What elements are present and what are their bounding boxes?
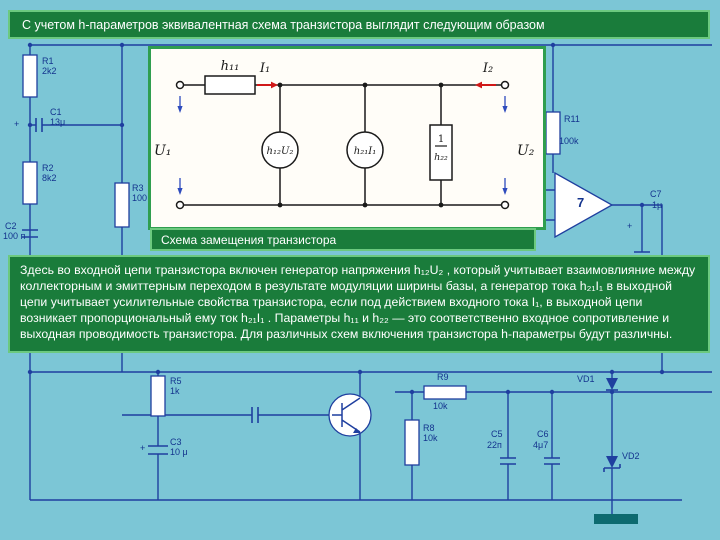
label-c1-polarity: + bbox=[14, 119, 20, 129]
label-r9: R9 bbox=[437, 372, 449, 382]
label-r1: R1 bbox=[42, 56, 54, 66]
opamp-symbol bbox=[554, 171, 614, 239]
equivalent-circuit-panel: h₁₁ I₁ I₂ U₁ U₂ h₁₂U₂ h₂₁I₁ 1 h₂₂ bbox=[148, 46, 546, 230]
label-c3-value: 10 μ bbox=[170, 447, 188, 457]
node-dots bbox=[277, 82, 444, 208]
label-r11-value: 100k bbox=[559, 136, 579, 146]
label-r9-value: 10k bbox=[433, 401, 448, 411]
label-c3: C3 bbox=[170, 437, 182, 447]
label-vd1: VD1 bbox=[577, 374, 595, 384]
voltage-generator-circle bbox=[261, 131, 299, 169]
u2-voltage-arrows bbox=[502, 96, 508, 195]
transistor-symbol bbox=[328, 393, 372, 437]
label-c2-value: 100 п bbox=[3, 231, 26, 241]
resistor-r1 bbox=[22, 54, 38, 98]
admittance-denominator-label: h₂₂ bbox=[434, 152, 448, 163]
label-c1: C1 bbox=[50, 107, 62, 117]
label-c5-value: 22п bbox=[487, 440, 502, 450]
resistor-r2 bbox=[22, 161, 38, 205]
label-c5: C5 bbox=[491, 429, 503, 439]
label-r1-value: 2k2 bbox=[42, 66, 57, 76]
i2-current-arrow bbox=[475, 81, 496, 89]
label-c3-polarity: + bbox=[140, 443, 146, 453]
i1-current-arrow bbox=[257, 81, 278, 89]
label-r3: R3 bbox=[132, 183, 144, 193]
label-c2: C2 bbox=[5, 221, 17, 231]
label-c6-value: 4μ7 bbox=[533, 440, 549, 450]
diodes bbox=[606, 378, 618, 468]
circuit-caption: Схема замещения транзистора bbox=[150, 228, 536, 251]
label-c7-polarity: + bbox=[627, 221, 633, 231]
i1-label: I₁ bbox=[259, 61, 270, 76]
label-r5-value: 1k bbox=[170, 386, 180, 396]
junction-dots bbox=[27, 42, 665, 395]
resistor-r11 bbox=[545, 111, 561, 155]
resistor-r9 bbox=[423, 385, 467, 400]
label-r3-value: 100 bbox=[132, 193, 148, 203]
u1-voltage-arrows bbox=[177, 96, 183, 195]
label-r8-value: 10k bbox=[423, 433, 438, 443]
i2-label: I₂ bbox=[482, 61, 493, 76]
u1-label: U₁ bbox=[154, 143, 171, 159]
resistor-r5 bbox=[150, 375, 166, 417]
label-c7-value: 1μ bbox=[652, 200, 663, 210]
label-c6: C6 bbox=[537, 429, 549, 439]
label-r5: R5 bbox=[170, 376, 182, 386]
label-vd2: VD2 bbox=[622, 451, 640, 461]
terminal-input-bottom bbox=[175, 200, 185, 210]
terminal-input-top bbox=[175, 80, 185, 90]
resistor-r3 bbox=[114, 182, 130, 228]
h11-resistor-box bbox=[204, 75, 256, 95]
label-r11: R11 bbox=[564, 114, 580, 124]
resistor-r8 bbox=[404, 419, 420, 466]
admittance-numerator-label: 1 bbox=[438, 134, 444, 145]
label-opamp-pin: 7 bbox=[577, 195, 585, 210]
u2-label: U₂ bbox=[517, 143, 535, 159]
h11-label: h₁₁ bbox=[221, 59, 240, 74]
terminal-output-bottom bbox=[500, 200, 510, 210]
port-wires bbox=[180, 84, 505, 206]
body-text: Здесь во входной цепи транзистора включе… bbox=[8, 255, 710, 353]
label-c7: C7 bbox=[650, 189, 662, 199]
title-banner: С учетом h-параметров эквивалентная схем… bbox=[8, 10, 710, 39]
transistor-internals bbox=[332, 397, 361, 433]
equivalent-circuit-diagram: h₁₁ I₁ I₂ U₁ U₂ h₁₂U₂ h₂₁I₁ 1 h₂₂ bbox=[154, 59, 535, 210]
current-generator-circle bbox=[346, 131, 384, 169]
emitter-arrow bbox=[353, 428, 361, 433]
label-r8: R8 bbox=[423, 423, 435, 433]
label-r2: R2 bbox=[42, 163, 54, 173]
label-r2-value: 8k2 bbox=[42, 173, 57, 183]
ground-bar bbox=[594, 514, 638, 524]
label-c1-value: 13μ bbox=[50, 117, 66, 127]
background-capacitor-plates bbox=[22, 118, 650, 465]
h22-admittance-box bbox=[429, 124, 453, 181]
current-generator-label: h₂₁I₁ bbox=[354, 146, 376, 157]
terminal-output-top bbox=[500, 80, 510, 90]
voltage-generator-label: h₁₂U₂ bbox=[267, 146, 294, 157]
